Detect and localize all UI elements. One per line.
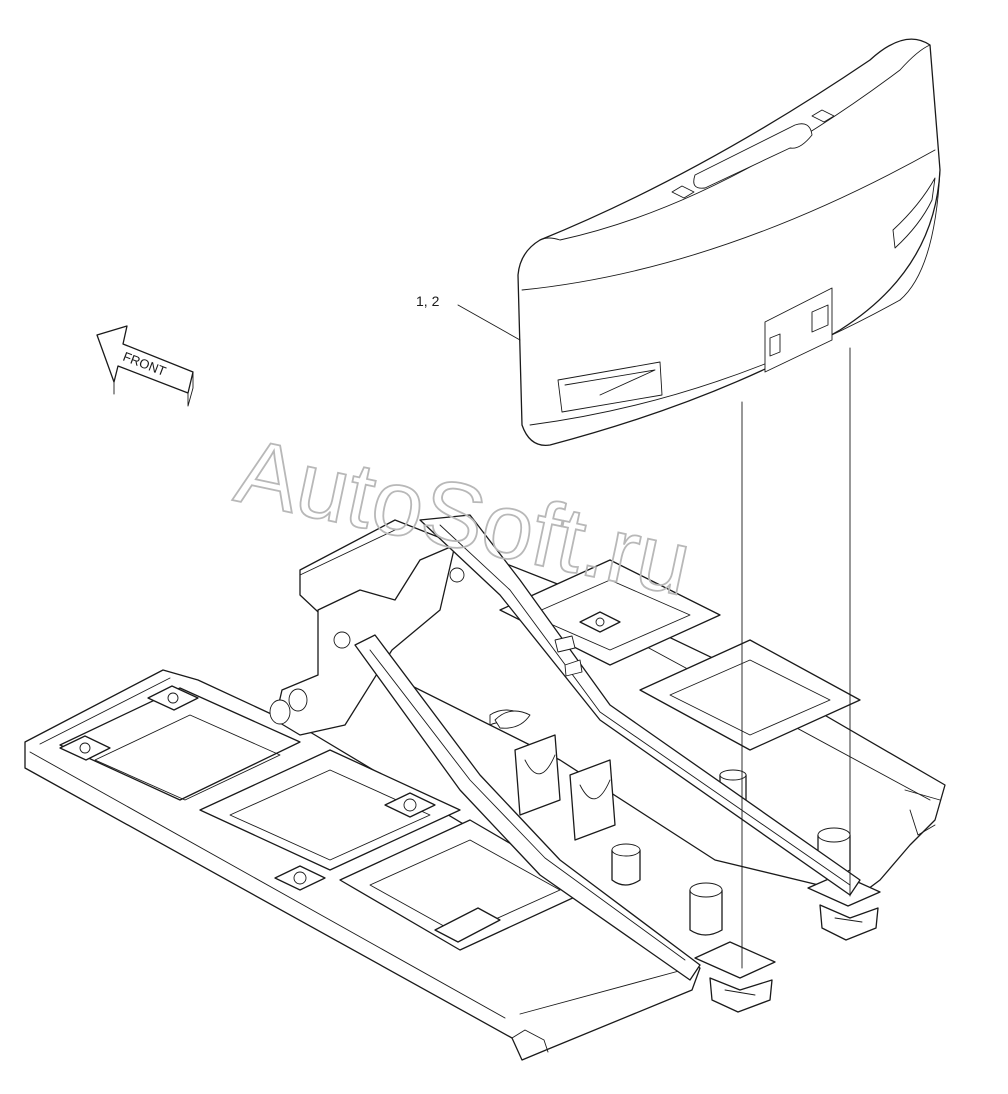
assembly-lines bbox=[457, 304, 851, 969]
mounting-plates bbox=[59, 611, 621, 943]
front-direction-arrow: FRONT bbox=[96, 325, 194, 407]
counterweight bbox=[517, 38, 941, 446]
cross-members bbox=[59, 559, 861, 951]
boom-beams bbox=[269, 514, 861, 981]
callout-leader-line bbox=[457, 304, 521, 341]
callout-label: 1, 2 bbox=[416, 293, 440, 309]
center-cradle bbox=[489, 709, 616, 841]
counterweight-brackets bbox=[694, 873, 881, 1013]
lower-frame bbox=[24, 519, 946, 1061]
